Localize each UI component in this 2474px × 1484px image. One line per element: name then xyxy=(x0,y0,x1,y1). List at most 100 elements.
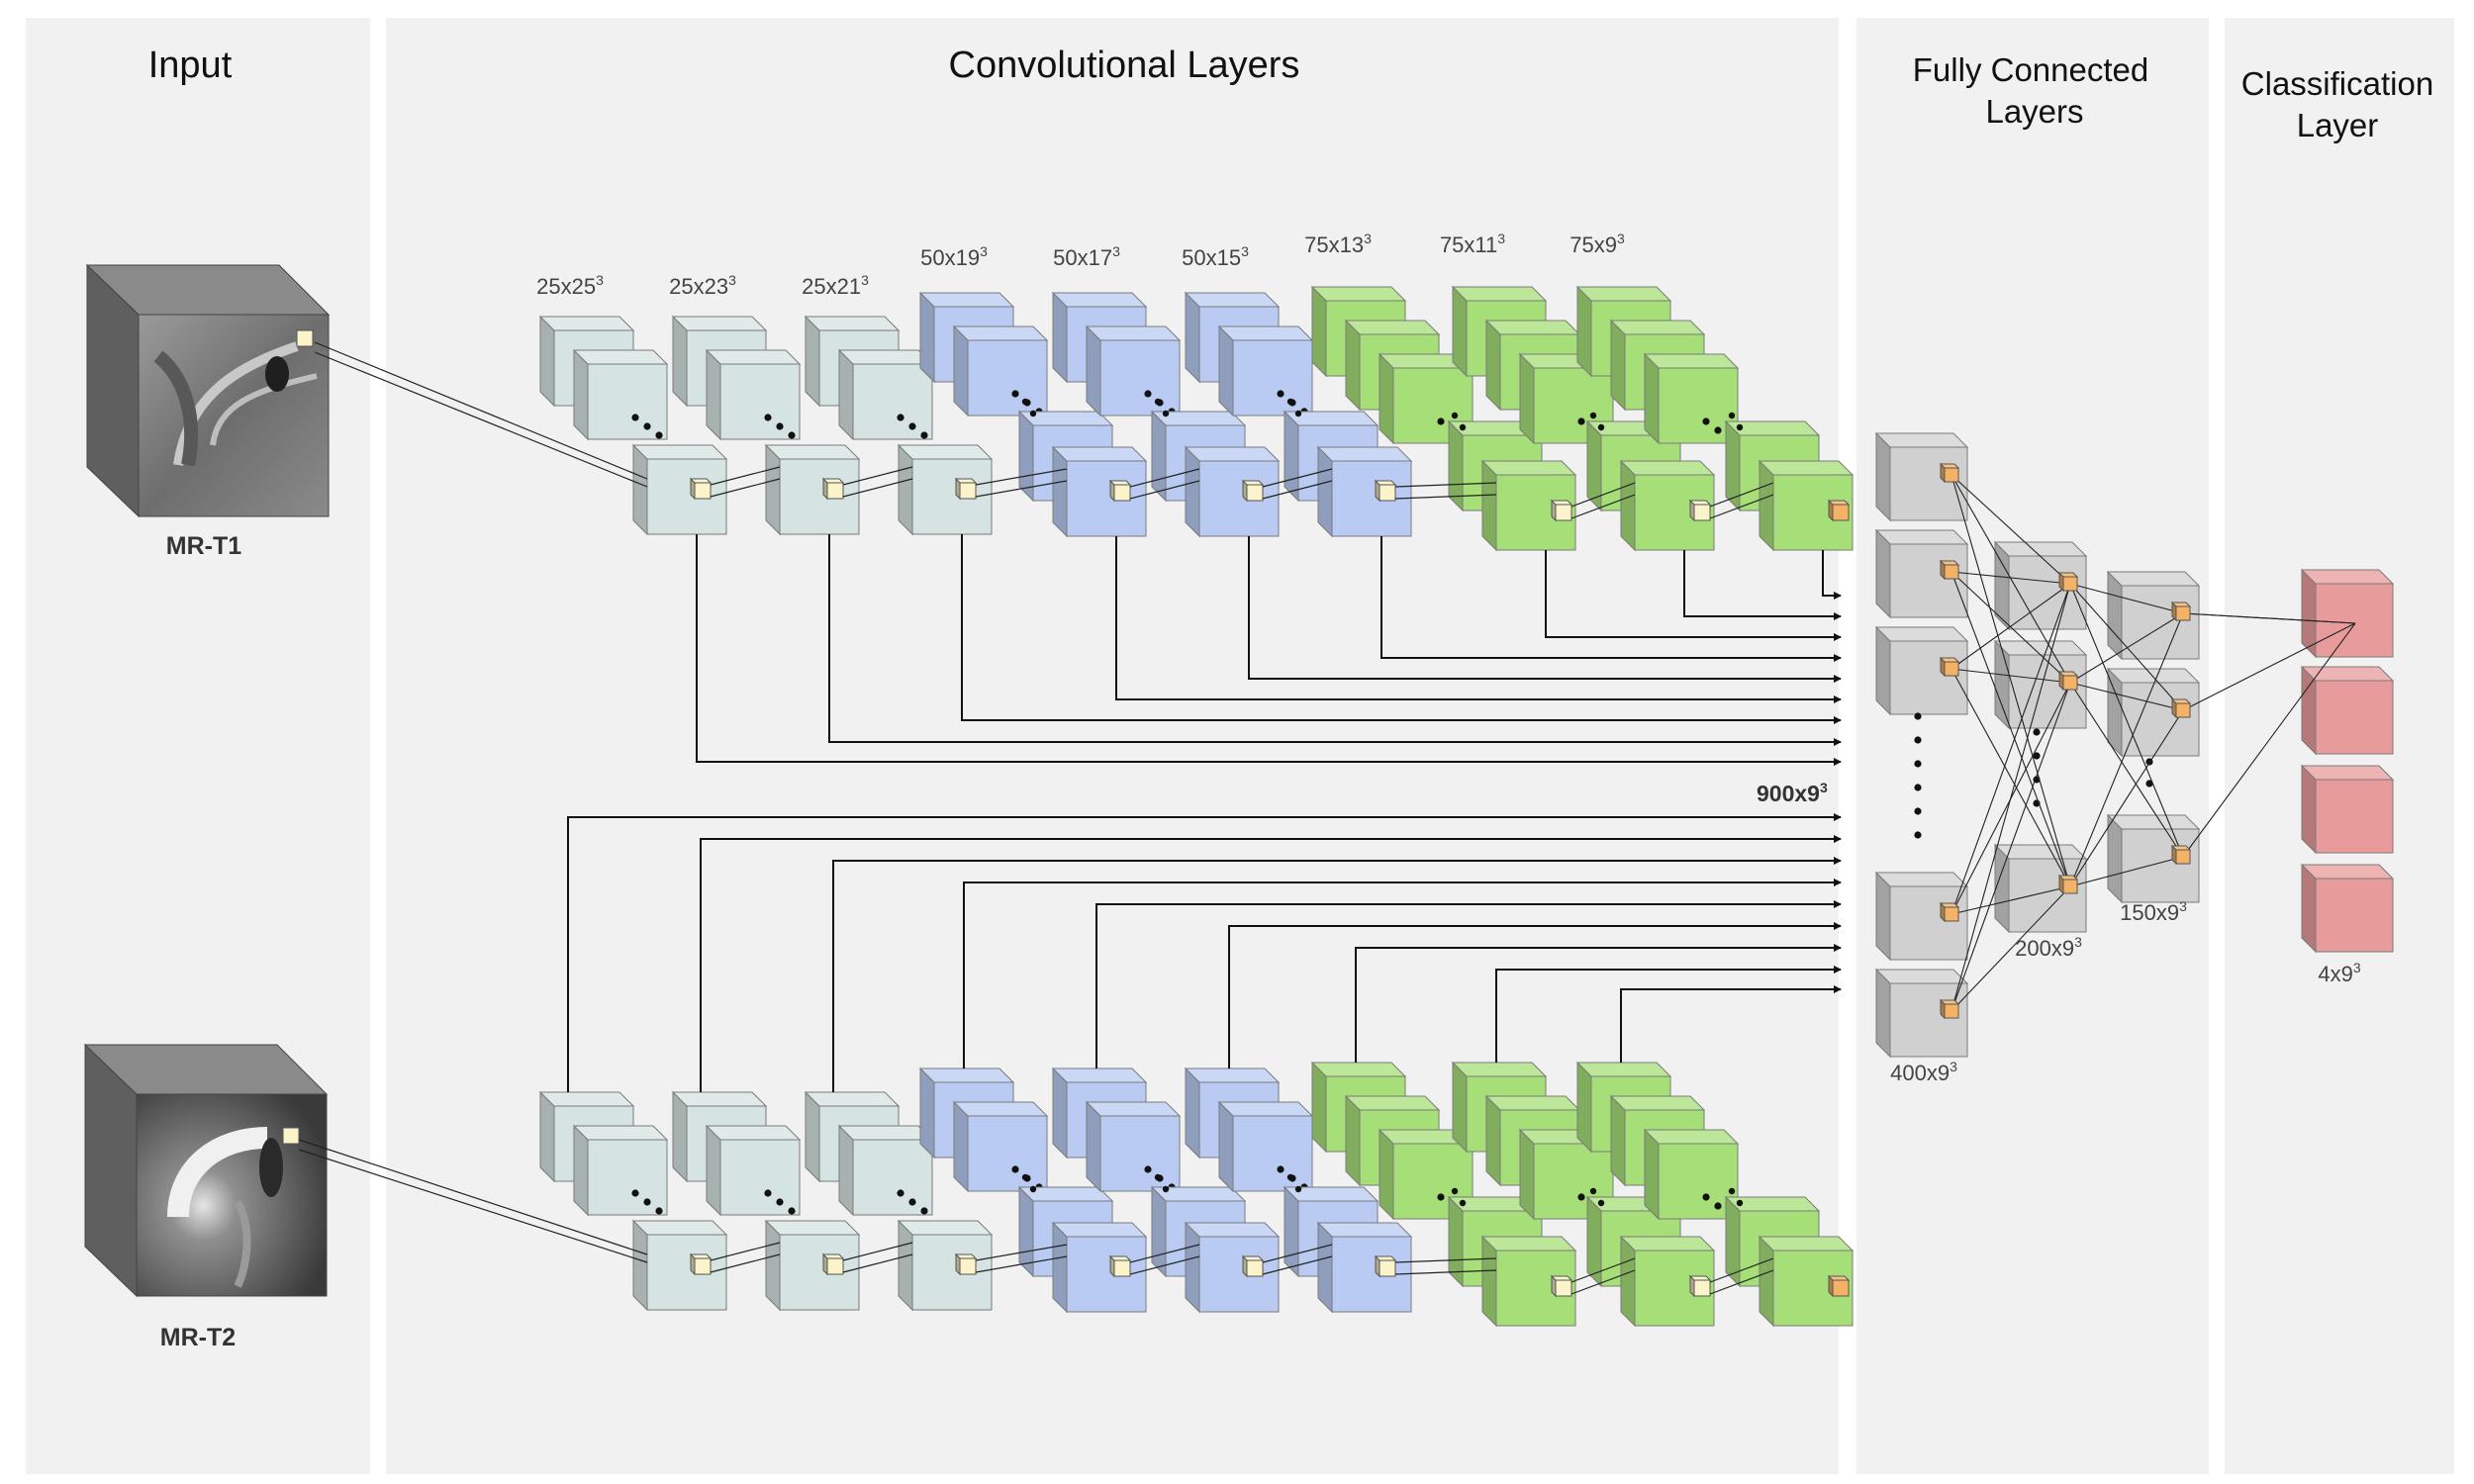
ellipsis-dot xyxy=(1702,1193,1710,1201)
t1-pathway-layer-connector xyxy=(1709,482,1774,508)
t2-pathway-fmap-stack-6 xyxy=(1217,1100,1314,1193)
ellipsis-dot xyxy=(1029,410,1037,417)
fc1-fc2-connection xyxy=(1951,474,2071,887)
ellipsis-dot xyxy=(1154,398,1162,406)
ellipsis-dot xyxy=(1459,1199,1467,1207)
t2-pathway-fmap-front-3 xyxy=(897,1219,994,1312)
fc2-kernel-3 xyxy=(2057,874,2079,895)
ellipsis-dot xyxy=(1451,1187,1459,1195)
ellipsis-dot xyxy=(1021,1173,1029,1181)
t1-pathway-layer-connector xyxy=(710,466,781,486)
ellipsis-dot xyxy=(1914,831,1922,839)
t2-pathway-layer-connector xyxy=(1262,1255,1333,1275)
t1-pathway-layer-connector xyxy=(1394,482,1497,488)
t1-skip-arrow-7 xyxy=(1545,550,1842,641)
conv-size-label-7: 75x133 xyxy=(1304,231,1372,257)
fc1-unit-5 xyxy=(1874,968,1969,1059)
fc1-fc2-connection xyxy=(1951,668,2071,887)
fc2-fc3-connection xyxy=(2069,709,2184,887)
ellipsis-dot xyxy=(2033,752,2041,760)
conv-size-label-1: 25x253 xyxy=(536,272,604,299)
t1-pathway-layer-connector xyxy=(1129,468,1200,488)
t1-skip-arrow-9 xyxy=(1822,550,1842,600)
ellipsis-dot xyxy=(1277,390,1285,398)
t2-pathway-layer-connector xyxy=(1129,1255,1200,1275)
ellipsis-dot xyxy=(897,1189,904,1197)
t1-pathway-layer-connector xyxy=(1129,480,1200,500)
fc2-size-label: 200x93 xyxy=(2015,934,2082,961)
fc3-kernel-1 xyxy=(2170,601,2192,622)
t1-pathway-fmap-stack-7 xyxy=(1378,352,1475,445)
ellipsis-dot xyxy=(1162,1185,1170,1193)
t2-pathway-kernel-6 xyxy=(1374,1254,1397,1278)
output-unit-3 xyxy=(2300,764,2395,855)
t1-pathway-fmap-stack-9 xyxy=(1643,352,1740,445)
fc2-fc3-connection xyxy=(2069,682,2184,711)
fc3-kernel-2 xyxy=(2170,697,2192,719)
ellipsis-dot xyxy=(1162,410,1170,417)
ellipsis-dot xyxy=(2033,728,2041,736)
ellipsis-dot xyxy=(920,431,928,439)
t2-pathway-fmap-stack-1 xyxy=(572,1124,669,1217)
concat-size-label: 900x93 xyxy=(1757,780,1828,806)
t2-pathway-input-connector-b xyxy=(298,1149,648,1263)
fc-panel-title-line2: Layers xyxy=(1985,93,2083,130)
fc-panel-title-line1: Fully Connected xyxy=(1913,51,2148,88)
t2-pathway-layer-connector xyxy=(1570,1257,1636,1283)
fc2-fc3-connection xyxy=(2069,612,2184,684)
fc2-fc3-connection xyxy=(2069,583,2184,711)
ellipsis-dot xyxy=(1144,1165,1152,1173)
fc1-fc2-connection xyxy=(1951,583,2071,670)
ellipsis-dot xyxy=(1451,412,1459,419)
ellipsis-dot xyxy=(1577,417,1585,425)
t1-pathway-layer-connector xyxy=(1570,482,1636,508)
t1-pathway-fmap-stack-4 xyxy=(952,325,1049,417)
ellipsis-dot xyxy=(1597,423,1605,431)
ellipsis-dot xyxy=(776,1198,784,1206)
fc1-fc2-connection xyxy=(1951,682,2071,1012)
t1-skip-arrow-2 xyxy=(828,534,1842,746)
fc2-unit-3 xyxy=(1993,843,2088,934)
fc1-fc2-connection xyxy=(1951,571,2071,887)
fc1-fc2-connection xyxy=(1951,885,2071,1012)
t1-pathway-fmap-front-1 xyxy=(631,443,728,536)
t2-pathway-layer-connector xyxy=(975,1255,1068,1273)
ellipsis-dot xyxy=(1021,398,1029,406)
fc1-kernel-1 xyxy=(1939,462,1960,484)
t1-skip-arrow-6 xyxy=(1380,536,1842,662)
t1-pathway-fmap-front-2 xyxy=(764,443,861,536)
conv-panel-title: Convolutional Layers xyxy=(949,45,1300,86)
t1-pathway-kernel-6 xyxy=(1374,479,1397,503)
t1-pathway-kernel-2 xyxy=(821,477,845,501)
fc1-fc2-connection xyxy=(1951,668,2071,684)
t2-pathway-layer-connector xyxy=(1262,1244,1333,1263)
fc2-fc3-connection xyxy=(2069,682,2184,858)
t2-skip-arrow-4 xyxy=(963,879,1842,1068)
classification-panel-title-line1: Classification xyxy=(2241,65,2433,102)
ellipsis-dot xyxy=(1277,1165,1285,1173)
t1-pathway-input-connector-b xyxy=(314,351,648,488)
t2-pathway-fmap-stack-4 xyxy=(952,1100,1049,1193)
fc1-kernel-2 xyxy=(1939,559,1960,581)
fc3-output-connection xyxy=(2182,622,2356,711)
t1-pathway-layer-connector xyxy=(842,466,913,486)
mr-t1-label: MR-T1 xyxy=(166,532,241,560)
t1-kernel-marker xyxy=(296,329,314,347)
ellipsis-dot xyxy=(1589,1187,1597,1195)
t1-pathway-fmap-stack-5 xyxy=(1085,325,1182,417)
fc3-unit-2 xyxy=(2106,667,2201,758)
fc1-fc2-connection xyxy=(1951,885,2071,915)
t1-skip-arrow-4 xyxy=(1115,536,1842,703)
t1-pathway-fmap-front-3 xyxy=(897,443,994,536)
t1-pathway-fmap-stack-2 xyxy=(705,348,802,441)
t2-skip-arrow-8 xyxy=(1495,966,1842,1063)
fc2-fc3-connection xyxy=(2069,856,2184,887)
ellipsis-dot xyxy=(643,422,651,430)
t1-skip-arrow-5 xyxy=(1248,536,1842,683)
t2-pathway-input-connector-a xyxy=(298,1139,648,1255)
t1-pathway-fmap-front-7 xyxy=(1480,459,1577,552)
fc1-fc2-connection xyxy=(1951,571,2071,684)
ellipsis-dot xyxy=(920,1207,928,1215)
output-size-label: 4x93 xyxy=(2318,960,2360,986)
